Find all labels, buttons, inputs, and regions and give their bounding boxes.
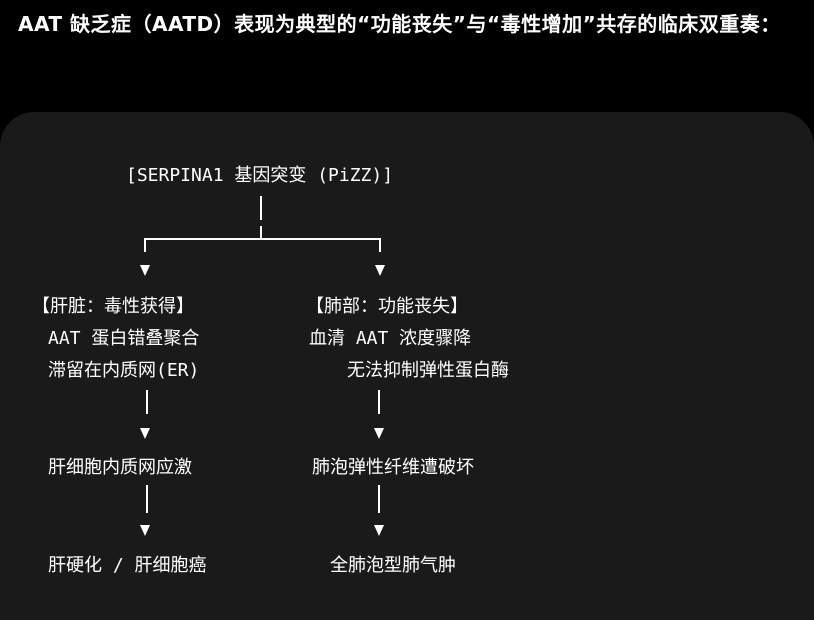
right-branch-drop: [379, 238, 381, 252]
left-stem-connector-3: [146, 485, 148, 513]
lung-heading: 【肺部：功能丧失】: [306, 296, 468, 317]
diagram-code-block: [SERPINA1 基因突变 (PiZZ)] 【肝脏：毒性获得】 【肺部：功能丧…: [0, 112, 814, 620]
left-down-arrow-3: [140, 525, 150, 536]
lung-line-1: 血清 AAT 浓度骤降: [309, 328, 472, 349]
left-down-arrow-1: [140, 265, 150, 276]
liver-line-1: AAT 蛋白错叠聚合: [48, 328, 200, 349]
right-stem-connector-2: [378, 390, 380, 414]
root-node: [SERPINA1 基因突变 (PiZZ)]: [126, 165, 394, 186]
left-down-arrow-2: [140, 428, 150, 439]
left-branch-drop: [144, 238, 146, 252]
right-stem-connector-3: [378, 485, 380, 513]
right-down-arrow-2: [374, 428, 384, 439]
root-junction-connector: [260, 226, 262, 238]
right-down-arrow-1: [375, 265, 385, 276]
root-stem-connector: [260, 196, 262, 220]
liver-heading: 【肝脏：毒性获得】: [32, 296, 194, 317]
lung-line-2: 无法抑制弹性蛋白酶: [347, 360, 509, 381]
branch-horizontal-connector: [144, 238, 381, 240]
lung-step-2: 肺泡弹性纤维遭破坏: [312, 457, 474, 478]
left-stem-connector-2: [146, 390, 148, 414]
liver-line-2: 滞留在内质网(ER): [48, 360, 200, 381]
intro-paragraph: AAT 缺乏症（AATD）表现为典型的“功能丧失”与“毒性增加”共存的临床双重奏…: [18, 12, 781, 36]
lung-step-3: 全肺泡型肺气肿: [330, 555, 456, 576]
right-down-arrow-3: [374, 525, 384, 536]
liver-step-2: 肝细胞内质网应激: [48, 457, 192, 478]
liver-step-3: 肝硬化 / 肝细胞癌: [48, 555, 207, 576]
